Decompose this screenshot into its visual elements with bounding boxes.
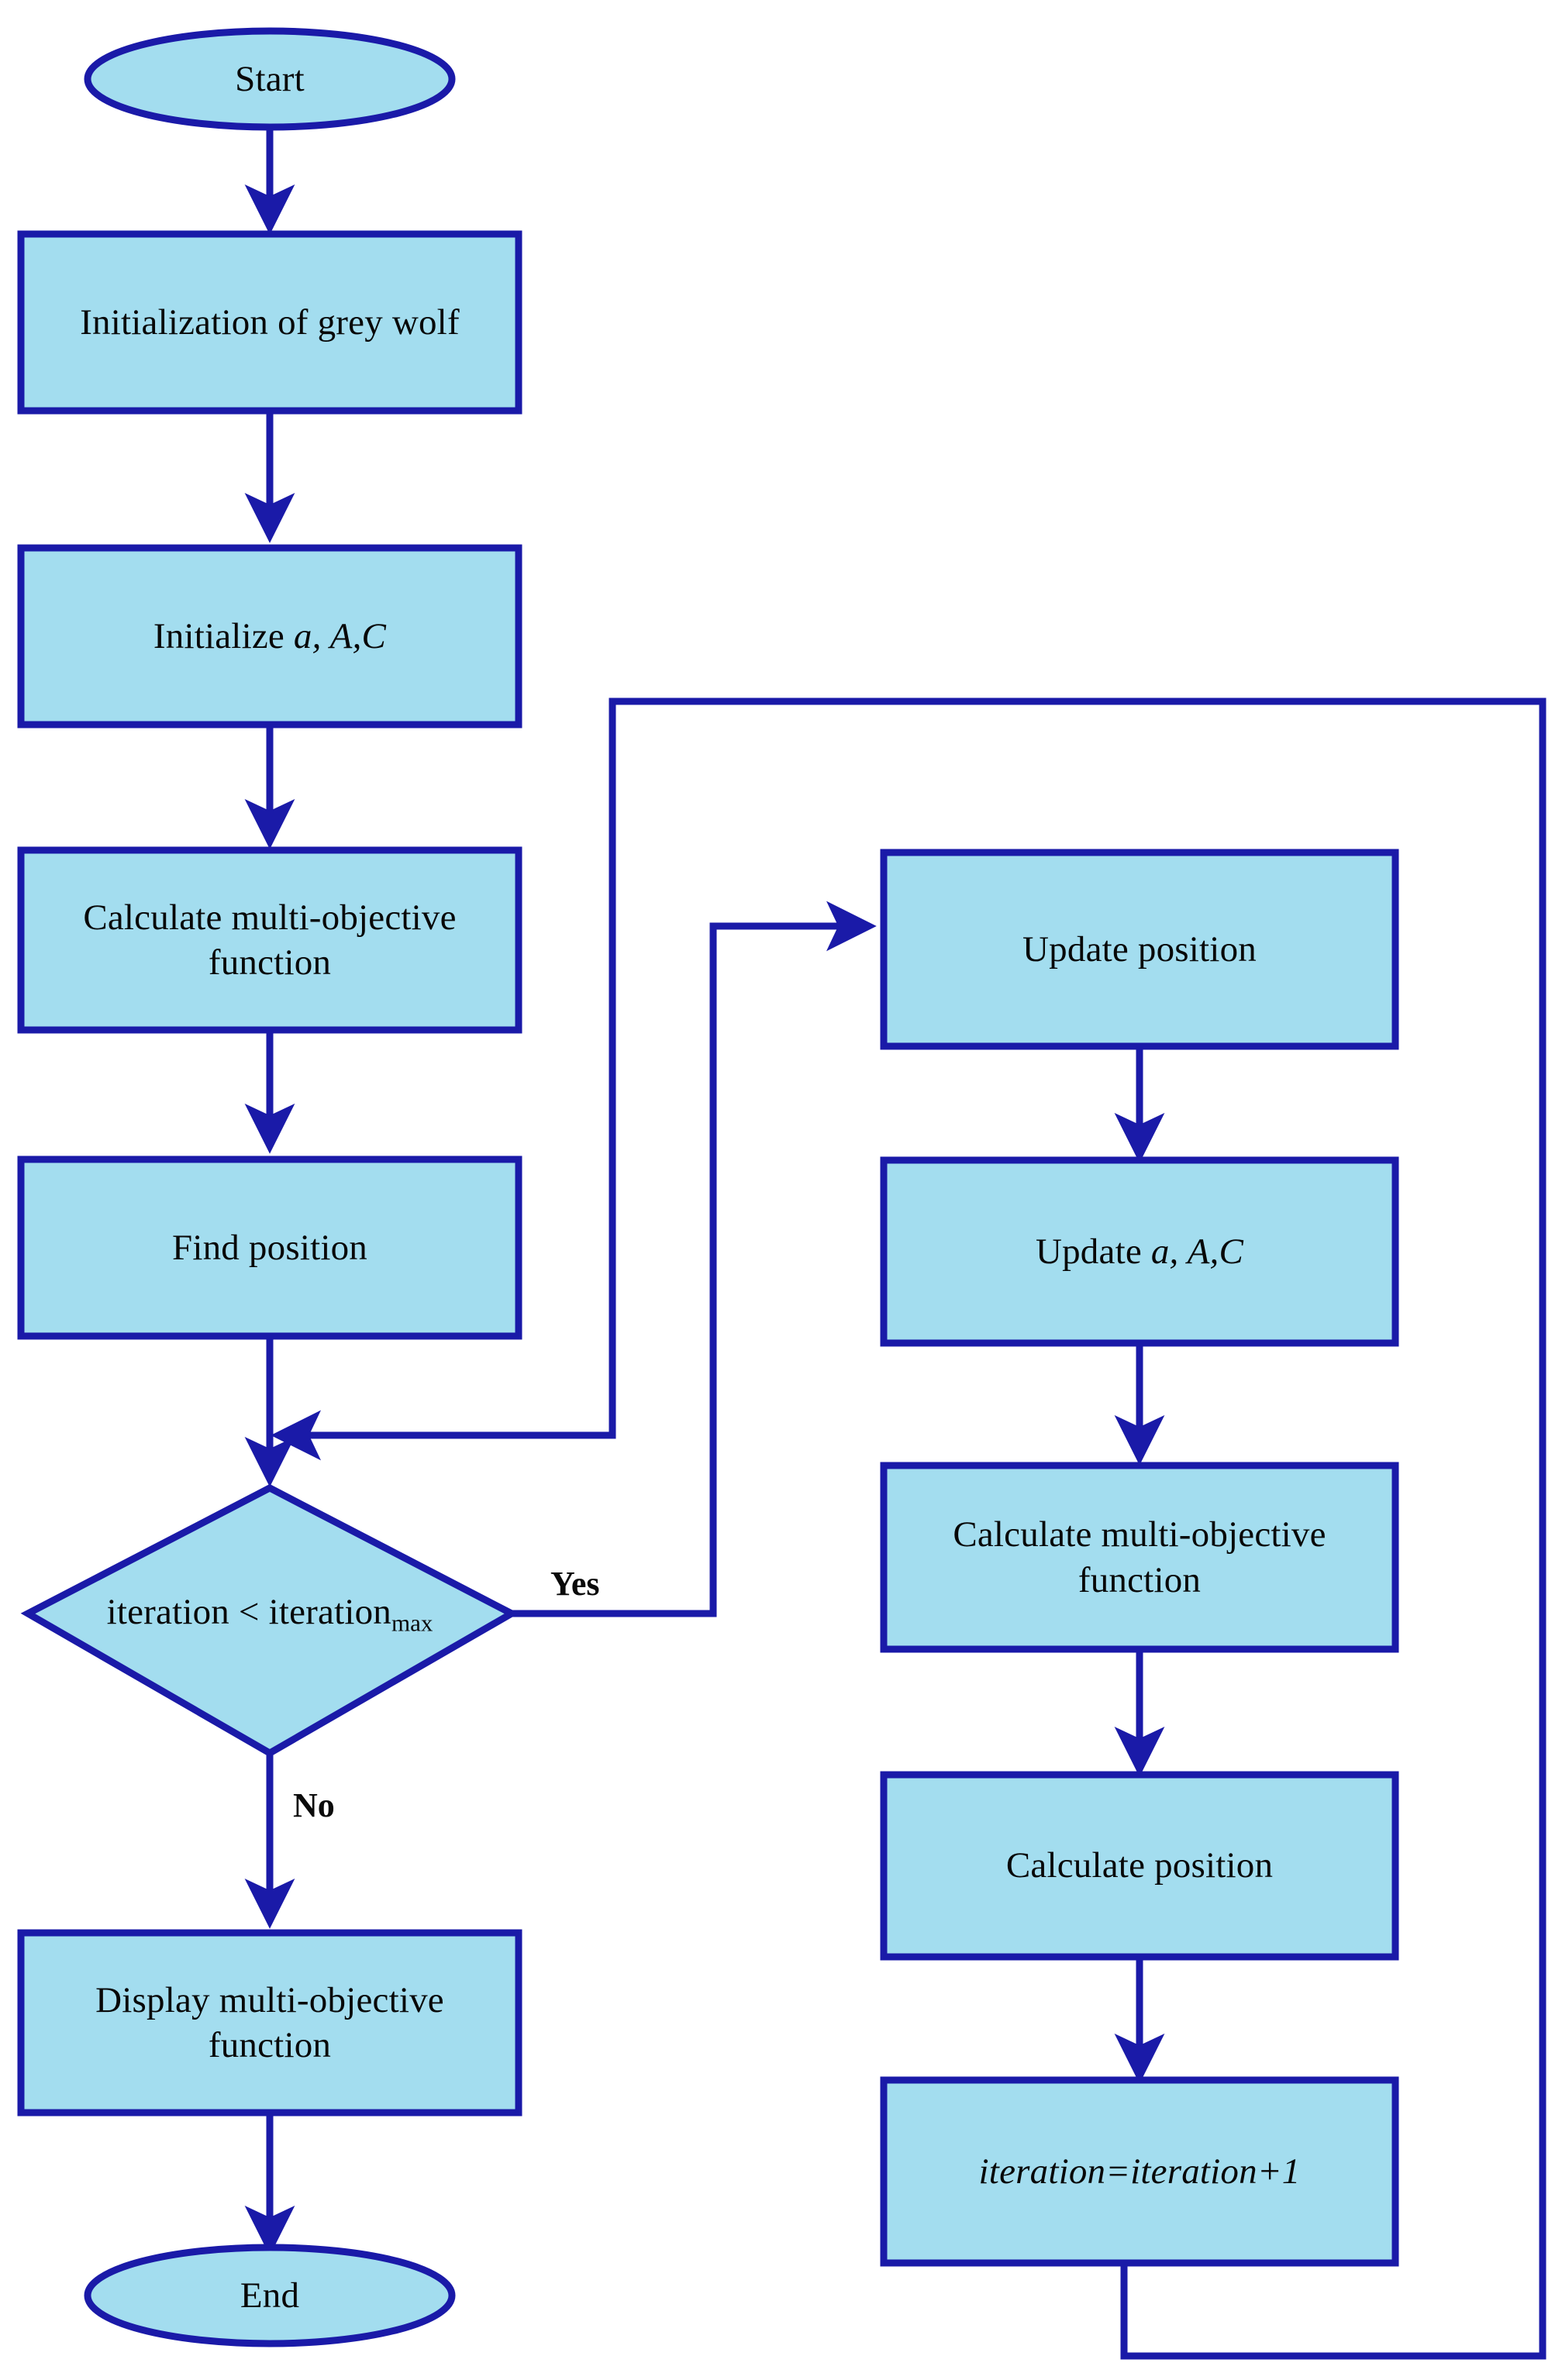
node-update-params[interactable] [880,1156,1399,1347]
edge-increment-feedback-loop [271,697,1546,2360]
node-increment[interactable] [880,2076,1399,2267]
node-display-obj[interactable] [17,1929,522,2117]
node-calc-obj-right[interactable] [880,1462,1399,1653]
edge-decision-yes-to-update-position [512,901,877,1617]
node-init-wolf[interactable] [17,230,522,415]
edge-label-yes: Yes [550,1565,600,1603]
edge-label-no: No [293,1786,335,1824]
node-calc-obj-left[interactable] [17,846,522,1034]
node-start[interactable] [84,27,456,131]
node-update-position[interactable] [880,849,1399,1050]
node-decision[interactable] [20,1483,519,1758]
node-calc-position[interactable] [880,1771,1399,1961]
node-end[interactable] [84,2244,456,2347]
node-init-params[interactable] [17,544,522,728]
node-find-position[interactable] [17,1156,522,1340]
